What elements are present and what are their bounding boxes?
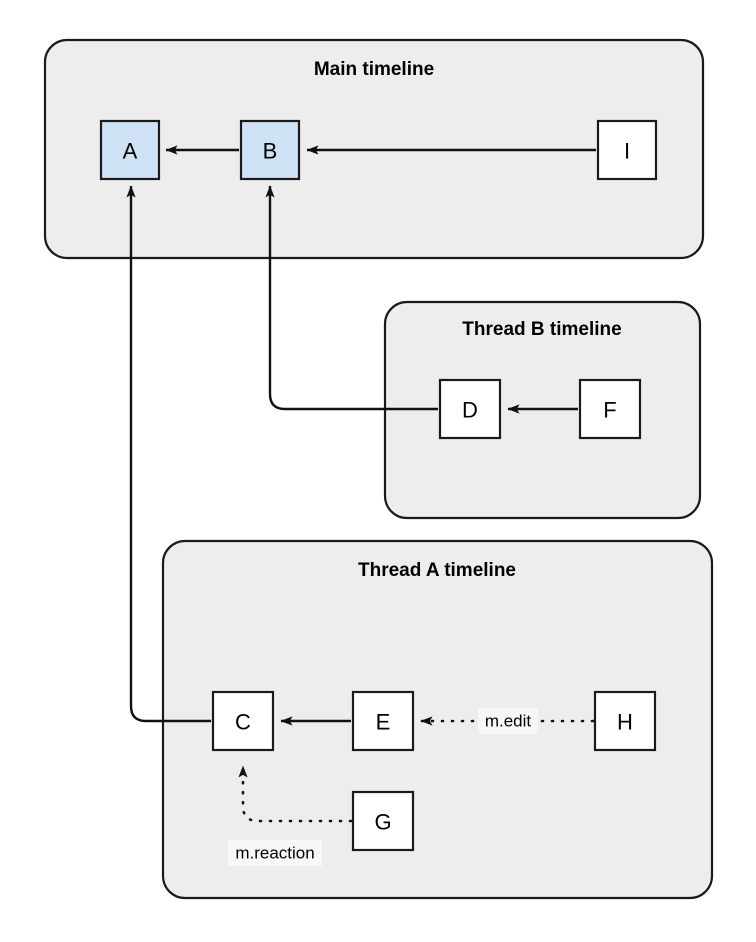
event-node-box	[578, 378, 642, 440]
event-node-label: H	[617, 710, 633, 735]
event-nodes: A B I D F C E H G	[99, 119, 658, 852]
edge-label-background	[478, 708, 538, 734]
event-node-label: B	[263, 139, 278, 164]
event-node-e[interactable]: E	[351, 690, 415, 752]
event-node-box	[351, 790, 415, 852]
edge-c-to-a[interactable]	[126, 185, 211, 723]
event-node-label: A	[123, 139, 138, 164]
event-node-label: D	[462, 398, 478, 423]
event-node-d[interactable]: D	[438, 378, 502, 440]
message-edges	[126, 145, 596, 823]
timeline-group-label: Main timeline	[314, 59, 434, 80]
event-node-label: F	[603, 398, 616, 423]
event-node-box	[593, 690, 657, 752]
edge-d-to-b[interactable]	[265, 185, 438, 411]
event-node-box	[596, 119, 658, 181]
event-node-box	[438, 378, 502, 440]
timeline-group-thread_a[interactable]: Thread A timeline	[161, 539, 714, 900]
event-node-f[interactable]: F	[578, 378, 642, 440]
event-node-label: G	[374, 810, 391, 835]
timeline-group-label: Thread B timeline	[462, 319, 621, 340]
event-node-i[interactable]: I	[596, 119, 658, 181]
event-node-b[interactable]: B	[239, 119, 301, 181]
edge-labels: m.edit m.reaction	[228, 708, 538, 866]
timeline-group-box	[161, 539, 714, 900]
edge-label-m-edit: m.edit	[485, 712, 532, 731]
event-node-label: C	[235, 710, 251, 735]
event-node-label: E	[376, 710, 391, 735]
event-node-h[interactable]: H	[593, 690, 657, 752]
event-node-box	[351, 690, 415, 752]
event-node-box	[211, 690, 275, 752]
timeline-group-label: Thread A timeline	[358, 560, 516, 581]
event-node-g[interactable]: G	[351, 790, 415, 852]
event-node-c[interactable]: C	[211, 690, 275, 752]
event-node-a[interactable]: A	[99, 119, 161, 181]
event-node-box	[239, 119, 301, 181]
event-node-label: I	[624, 139, 630, 164]
event-node-box	[99, 119, 161, 181]
edge-label-m-reaction: m.reaction	[235, 844, 314, 863]
edge-label-background	[228, 840, 322, 866]
